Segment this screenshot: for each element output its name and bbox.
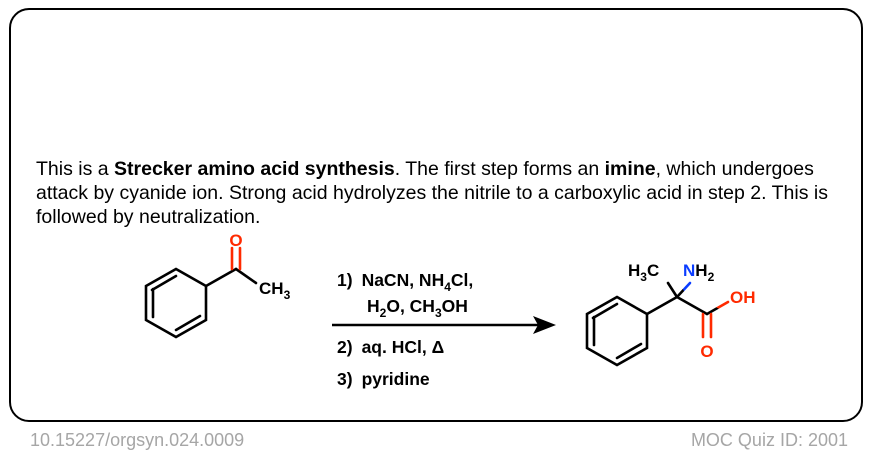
condition-step-3: 3)pyridine — [337, 369, 430, 389]
product-carbonyl-oxygen: O — [700, 342, 713, 361]
quiz-card — [9, 8, 863, 422]
reactant-benzene-ring — [144, 267, 208, 339]
condition-step-2: 2)aq. HCl, Δ — [337, 337, 444, 357]
reactant-oxygen: O — [229, 231, 242, 250]
term-strecker: Strecker amino acid synthesis — [114, 158, 395, 180]
quiz-id: MOC Quiz ID: 2001 — [690, 430, 848, 450]
condition-step-1: 1)NaCN, NH4Cl, — [337, 270, 473, 294]
reactant-acetophenone — [144, 246, 258, 339]
product-amine: NH2 — [683, 261, 715, 284]
product-amino-acid — [585, 281, 730, 367]
product-hydroxyl: OH — [730, 288, 756, 307]
doi-reference: 10.15227/orgsyn.024.0009 — [30, 430, 245, 450]
condition-step-1-solvents: H2O, CH3OH — [367, 296, 468, 320]
product-methyl: H3C — [628, 261, 659, 284]
reactant-methyl: CH3 — [259, 279, 291, 302]
reaction-arrow — [332, 316, 556, 334]
product-benzene-ring — [585, 295, 649, 367]
term-imine: imine — [604, 158, 656, 180]
explanation-text: This is a Strecker amino acid synthesis.… — [36, 158, 828, 228]
